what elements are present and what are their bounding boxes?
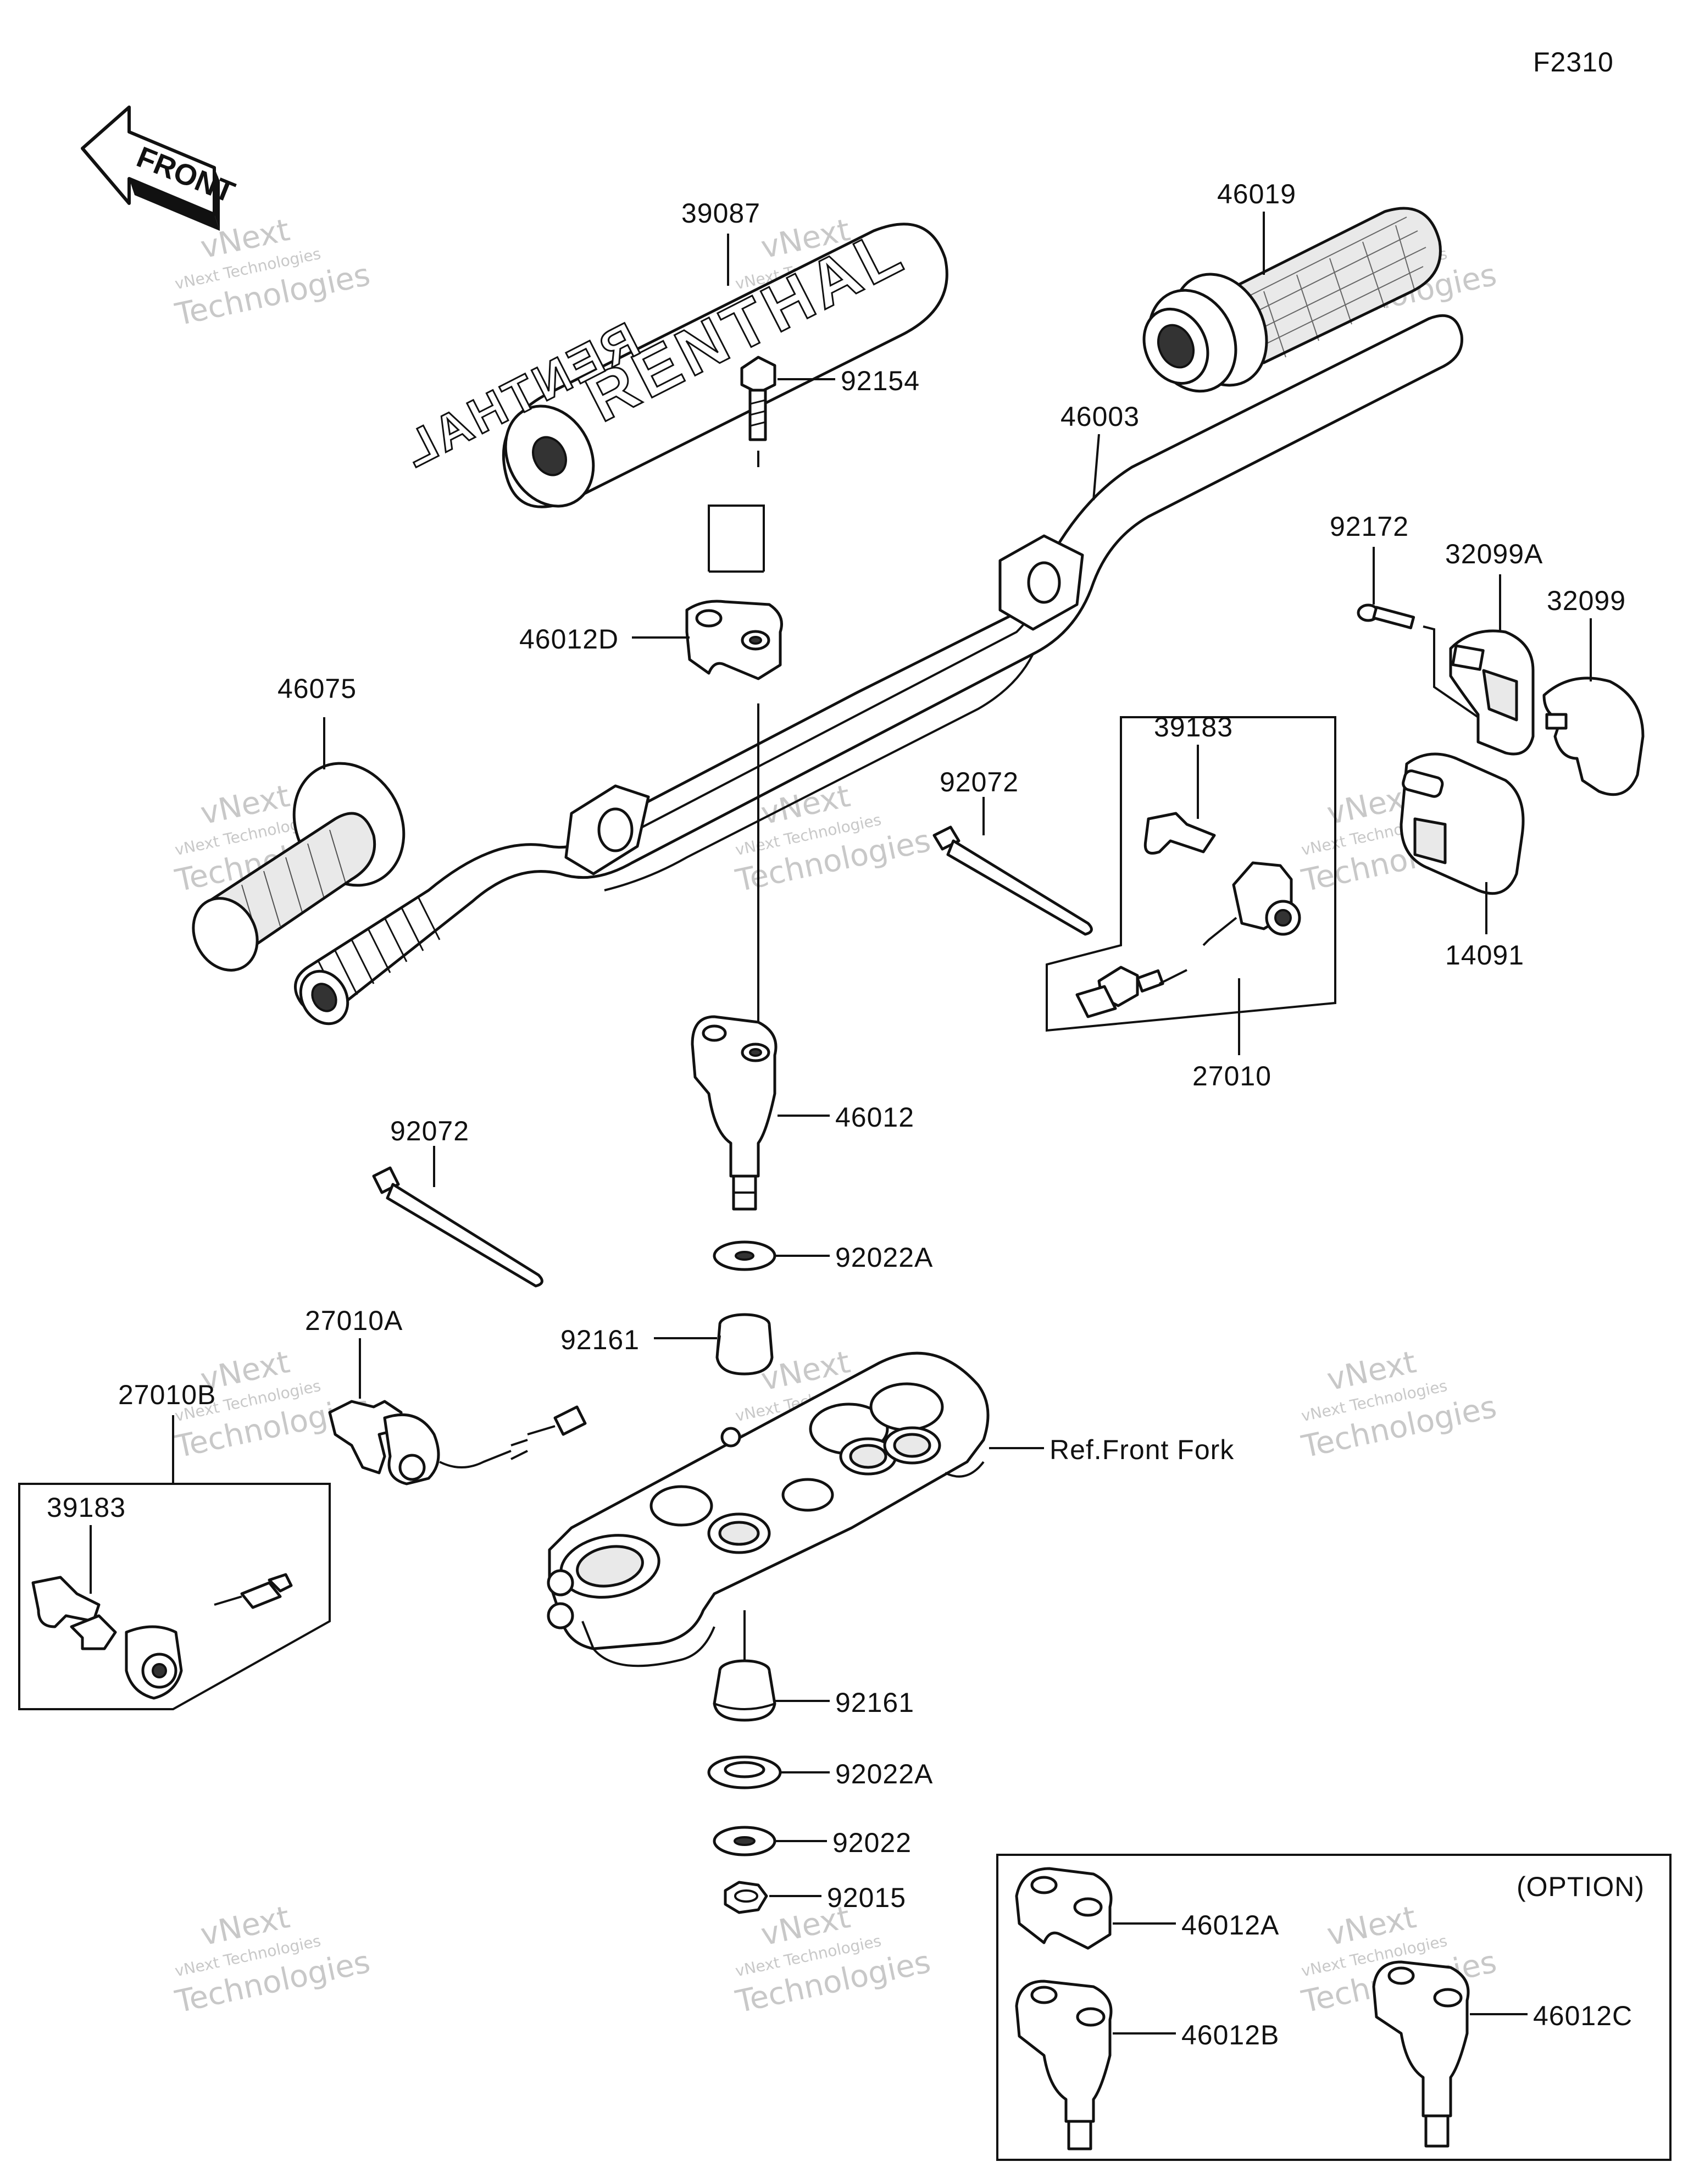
- watermark: vNext vNext Technologies Technologies: [1298, 1344, 1500, 1465]
- label-39183-lower: 39183: [47, 1492, 126, 1523]
- label-46012D: 46012D: [519, 624, 619, 655]
- label-46012B: 46012B: [1181, 2020, 1279, 2050]
- clamp-cap-46012D: [685, 505, 783, 680]
- label-92072-lower: 92072: [390, 1116, 469, 1146]
- option-label: (OPTION): [1517, 1871, 1645, 1902]
- label-92161-lower: 92161: [835, 1687, 914, 1718]
- figure-code: F2310: [1533, 47, 1614, 77]
- label-32099A: 32099A: [1445, 539, 1543, 569]
- housing-32099: [1542, 677, 1645, 796]
- label-46019: 46019: [1217, 179, 1296, 209]
- label-27010A: 27010A: [305, 1305, 403, 1336]
- label-46012C: 46012C: [1533, 2000, 1633, 2031]
- damper-92161-upper: [715, 1313, 774, 1376]
- housing-32099A: [1449, 629, 1535, 756]
- label-92015: 92015: [827, 1882, 906, 1913]
- label-32099: 32099: [1547, 585, 1626, 616]
- washer-92022A-upper: [713, 1240, 776, 1271]
- handlebar-holder-46012: [691, 1015, 778, 1211]
- cable-tie-lower: [372, 1166, 543, 1288]
- switch-27010-frame: [1046, 716, 1336, 1032]
- nut-92015: [724, 1881, 768, 1914]
- holder-46012B: [1015, 1980, 1113, 2150]
- label-27010: 27010: [1192, 1061, 1271, 1091]
- throttle-grip: [1142, 207, 1442, 393]
- label-14091: 14091: [1445, 940, 1524, 971]
- label-ref-front-fork: Ref.Front Fork: [1050, 1434, 1234, 1465]
- clamp-cap-46012A: [1015, 1867, 1113, 1950]
- switch-27010: [1075, 812, 1301, 1018]
- screw-92172: [1357, 603, 1415, 629]
- left-grip: [192, 762, 406, 972]
- damper-92161-lower: [713, 1659, 776, 1722]
- cable-tie-upper: [932, 825, 1093, 936]
- bolt-92154: [740, 356, 776, 441]
- label-92154: 92154: [841, 365, 920, 396]
- holder-46012C: [1372, 1960, 1470, 2148]
- label-92022A-lower: 92022A: [835, 1759, 933, 1789]
- label-39087: 39087: [681, 198, 760, 229]
- label-46003: 46003: [1060, 401, 1140, 432]
- label-92172: 92172: [1330, 511, 1409, 542]
- switch-27010B-frame: [18, 1483, 331, 1710]
- watermarks: vNext vNext Technologies Technologies vN…: [172, 212, 1500, 2020]
- watermark: vNext vNext Technologies Technologies: [172, 1899, 373, 2020]
- washer-92022: [713, 1826, 776, 1856]
- upper-triple-clamp: [547, 1351, 990, 1667]
- label-92161-upper: 92161: [560, 1324, 640, 1355]
- label-39183-upper: 39183: [1154, 712, 1233, 742]
- label-46012A: 46012A: [1181, 1910, 1279, 1941]
- label-92022: 92022: [832, 1827, 912, 1858]
- washer-92022A-lower: [707, 1755, 782, 1789]
- switch-27010B: [31, 1573, 293, 1700]
- option-box: [996, 1854, 1672, 2161]
- label-46075: 46075: [277, 673, 357, 704]
- handlebar: [294, 314, 1463, 1026]
- label-92072-upper: 92072: [940, 767, 1019, 797]
- label-46012: 46012: [835, 1102, 914, 1133]
- housing-14091: [1400, 752, 1525, 895]
- label-27010B: 27010B: [118, 1379, 216, 1410]
- label-92022A-upper: 92022A: [835, 1242, 933, 1273]
- switch-27010A: [328, 1400, 587, 1485]
- front-arrow-icon: FRONT: [81, 106, 239, 231]
